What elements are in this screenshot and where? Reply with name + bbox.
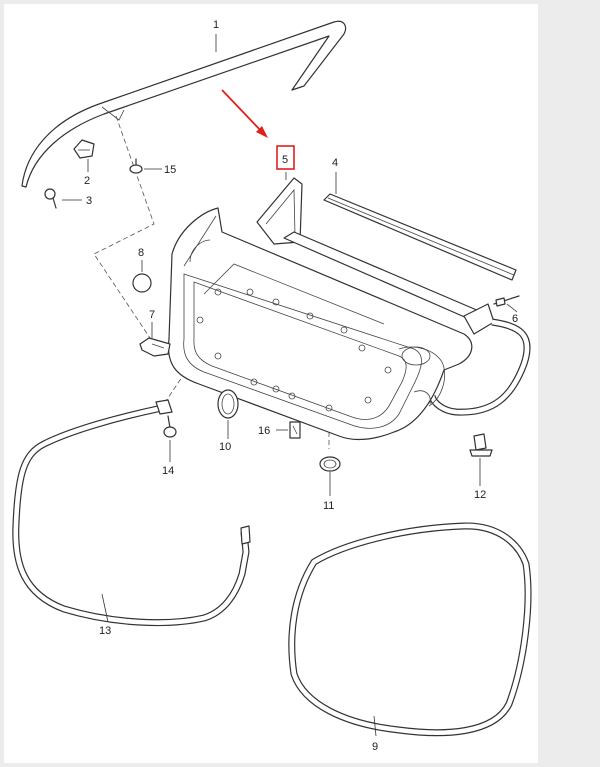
part-3-screw <box>44 188 82 209</box>
callout-3: 3 <box>86 195 92 207</box>
callout-15: 15 <box>164 164 176 176</box>
callout-11: 11 <box>323 500 334 512</box>
part-7-bracket <box>139 322 171 357</box>
callout-6: 6 <box>512 313 518 325</box>
callout-7: 7 <box>149 309 155 321</box>
part-11-oval-plug <box>319 456 341 496</box>
highlight-marker <box>221 89 295 170</box>
callout-2: 2 <box>84 175 90 187</box>
door-inner-panel <box>167 207 473 441</box>
callout-4: 4 <box>332 157 338 169</box>
callout-9: 9 <box>372 741 378 753</box>
part-12-clip <box>469 433 493 486</box>
right-seal-cable <box>428 318 531 416</box>
callout-13: 13 <box>99 625 111 637</box>
part-5-mirror-triangle <box>256 172 303 245</box>
part-1-roof-trim <box>21 20 347 188</box>
part-15-screw <box>129 158 162 174</box>
part-9-door-seal <box>288 522 532 737</box>
callout-5: 5 <box>282 154 288 166</box>
part-13-door-seal <box>12 399 251 627</box>
callout-14: 14 <box>162 465 174 477</box>
part-10-oval-plug <box>217 389 239 439</box>
callout-8: 8 <box>138 247 144 259</box>
diagram-sheet: 1 2 3 15 5 4 8 6 7 16 10 14 12 11 13 9 <box>4 4 538 763</box>
part-6-clip <box>493 295 520 313</box>
part-16-clip <box>276 421 301 439</box>
part-8-grommet <box>132 260 152 293</box>
callout-12: 12 <box>474 489 486 501</box>
part-14-screw <box>163 415 177 462</box>
callout-10: 10 <box>219 441 231 453</box>
callout-16: 16 <box>258 425 270 437</box>
callout-1: 1 <box>213 19 219 31</box>
part-4-window-strip <box>323 172 517 281</box>
callout-labels: 1 2 3 15 5 4 8 6 7 16 10 14 12 11 13 9 <box>84 19 518 753</box>
door-parts-diagram: 1 2 3 15 5 4 8 6 7 16 10 14 12 11 13 9 <box>12 19 532 753</box>
part-2-clip <box>73 139 95 172</box>
window-lower-strip <box>283 231 495 335</box>
